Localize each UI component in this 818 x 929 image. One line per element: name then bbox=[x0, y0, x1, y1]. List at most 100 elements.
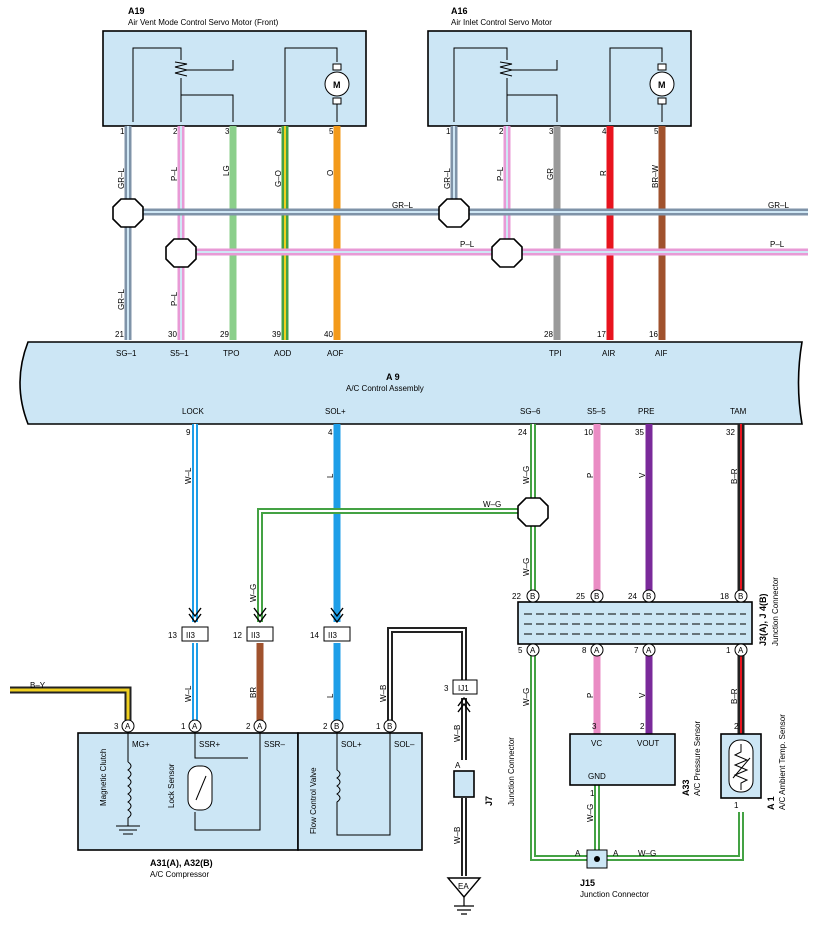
top-wires bbox=[124, 126, 808, 340]
terminal-label: SG–1 bbox=[116, 349, 137, 358]
pin-label: 1 bbox=[181, 722, 186, 731]
terminal-label: S5–5 bbox=[587, 407, 606, 416]
pin-label: 3 bbox=[549, 127, 554, 136]
ij1-connector: IJ1 3 bbox=[444, 679, 478, 713]
wire-label: W–B bbox=[379, 685, 388, 702]
a9-id: A 9 bbox=[386, 372, 400, 382]
terminal-label: SSR– bbox=[264, 740, 285, 749]
pin-label: 7 bbox=[634, 646, 639, 655]
pin-label: 12 bbox=[233, 631, 242, 640]
pin-label: 1 bbox=[376, 722, 381, 731]
pin-label: 5 bbox=[329, 127, 334, 136]
pin-label: B bbox=[646, 592, 651, 601]
pin-label: 2 bbox=[246, 722, 251, 731]
j7-id: J7 bbox=[484, 796, 494, 806]
connector-label: II3 bbox=[328, 631, 337, 640]
a31-id: A31(A), A32(B) bbox=[150, 858, 213, 868]
pin-label: 4 bbox=[328, 428, 333, 437]
a31-pin-labels: A A A B B 3 1 2 2 1 MG+ SSR+ SSR– SOL+ S… bbox=[114, 722, 415, 749]
terminal-label: MG+ bbox=[132, 740, 150, 749]
ii3-connectors: II3 13 II3 12 II3 14 bbox=[168, 607, 351, 642]
a9-bottom-pins: 9 4 24 10 35 32 bbox=[186, 428, 735, 437]
wire-label: BR bbox=[249, 687, 258, 698]
terminal-label: AIF bbox=[655, 349, 668, 358]
pin-label: 22 bbox=[512, 592, 521, 601]
a1-id: A 1 bbox=[766, 796, 776, 810]
pin-label: 39 bbox=[272, 330, 281, 339]
pin-label: B bbox=[594, 592, 599, 601]
terminal-label: AOD bbox=[274, 349, 292, 358]
splice-points-top bbox=[112, 198, 523, 268]
pin-label: 4 bbox=[277, 127, 282, 136]
wire-label: P–L bbox=[170, 291, 179, 306]
pin-label: 5 bbox=[518, 646, 523, 655]
a19-id: A19 bbox=[128, 6, 145, 16]
splice-point bbox=[517, 497, 549, 527]
pin-label: A bbox=[575, 849, 581, 858]
a31-name: A/C Compressor bbox=[150, 870, 209, 879]
pin-label: 2 bbox=[640, 722, 645, 731]
terminal-label: LOCK bbox=[182, 407, 204, 416]
wire-label: W–G bbox=[483, 500, 501, 509]
j15-name: Junction Connector bbox=[580, 890, 649, 899]
terminal-label: AIR bbox=[602, 349, 616, 358]
pin-label: 4 bbox=[602, 127, 607, 136]
j3-id: J3(A), J 4(B) bbox=[758, 593, 768, 646]
wire-label: L bbox=[326, 693, 335, 698]
pin-label: 14 bbox=[310, 631, 319, 640]
terminal-label: GND bbox=[588, 772, 606, 781]
pin-label: 1 bbox=[726, 646, 731, 655]
wire-label: BR–W bbox=[651, 164, 660, 188]
pin-label: B bbox=[530, 592, 535, 601]
top-wire-labels: GR–L P–L LG G–O O GR–L P–L GR R BR–W GR–… bbox=[117, 164, 789, 310]
magnetic-clutch-label: Magnetic Clutch bbox=[99, 749, 108, 806]
pin-label: A bbox=[738, 646, 744, 655]
pin-label: B bbox=[387, 722, 392, 731]
motor-icon: M bbox=[333, 80, 341, 90]
j7-junction: A J7 Junction Connector bbox=[453, 737, 516, 806]
wire-label: P bbox=[586, 693, 595, 698]
terminal-label: TAM bbox=[730, 407, 747, 416]
wire-label: P–L bbox=[170, 166, 179, 181]
motor-icon: M bbox=[658, 80, 666, 90]
wire-label: R bbox=[599, 170, 608, 176]
pin-label: 1 bbox=[120, 127, 125, 136]
j3-pin-labels: B B B B A A A A 22 25 24 18 5 8 7 1 bbox=[512, 592, 744, 655]
pin-label: B bbox=[738, 592, 743, 601]
terminal-label: SOL– bbox=[394, 740, 415, 749]
a9-bottom-terminals: LOCK SOL+ SG–6 S5–5 PRE TAM bbox=[182, 407, 747, 416]
a16-servo-motor: A16 Air Inlet Control Servo Motor M bbox=[427, 6, 692, 127]
wire-label: GR–L bbox=[392, 201, 413, 210]
pin-label: 2 bbox=[734, 722, 739, 731]
a9-name: A/C Control Assembly bbox=[346, 384, 424, 393]
pin-label: 9 bbox=[186, 428, 191, 437]
a31-pins bbox=[121, 719, 397, 733]
lock-sensor-label: Lock Sensor bbox=[167, 763, 176, 808]
connector-label: IJ1 bbox=[458, 684, 469, 693]
terminal-label: AOF bbox=[327, 349, 344, 358]
pin-label: 3 bbox=[114, 722, 119, 731]
a16-id: A16 bbox=[451, 6, 468, 16]
ac-control-assembly: A 9 A/C Control Assembly bbox=[19, 341, 803, 425]
pin-label: A bbox=[192, 722, 198, 731]
terminal-label: SG–6 bbox=[520, 407, 541, 416]
connector-label: II3 bbox=[251, 631, 260, 640]
pin-label: 1 bbox=[734, 801, 739, 810]
pin-label: 30 bbox=[168, 330, 177, 339]
wire-label: W–B bbox=[453, 827, 462, 844]
wire-label: GR–L bbox=[768, 201, 789, 210]
pin-label: A bbox=[257, 722, 263, 731]
terminal-label: SOL+ bbox=[341, 740, 362, 749]
pin-label: 3 bbox=[225, 127, 230, 136]
pin-label: 18 bbox=[720, 592, 729, 601]
pin-label: 24 bbox=[628, 592, 637, 601]
wire-label: W–B bbox=[453, 725, 462, 742]
wire-label: W–G bbox=[522, 558, 531, 576]
a33-name: A/C Pressure Sensor bbox=[693, 721, 702, 796]
j3-name: Junction Connector bbox=[771, 577, 780, 646]
wire-label: GR bbox=[546, 168, 555, 180]
terminal-label: VC bbox=[591, 739, 602, 748]
pin-label: 1 bbox=[590, 789, 595, 798]
pin-label: A bbox=[646, 646, 652, 655]
